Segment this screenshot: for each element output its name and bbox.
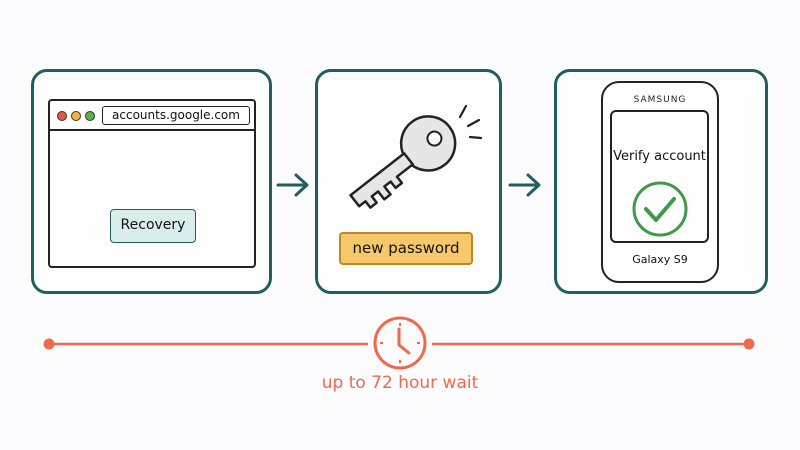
- phone-model: Galaxy S9: [632, 253, 688, 266]
- timeline: [43, 316, 755, 370]
- phone-step-panel: SAMSUNG Verify account Galaxy S9: [554, 69, 768, 294]
- arrow-right-icon: [508, 173, 541, 197]
- close-dot-icon: [57, 111, 67, 121]
- browser-title-bar: accounts.google.com: [50, 101, 254, 131]
- browser-window: accounts.google.com Recovery: [48, 99, 256, 268]
- new-password-label: new password: [339, 232, 473, 265]
- arrow-right-icon: [276, 173, 309, 197]
- key-step-panel: new password: [315, 69, 502, 294]
- browser-step-panel: accounts.google.com Recovery: [31, 69, 272, 294]
- recovery-button: Recovery: [110, 209, 196, 243]
- url-bar: accounts.google.com: [102, 106, 250, 125]
- timeline-start-dot: [43, 338, 55, 350]
- phone-screen: Verify account: [610, 110, 709, 243]
- smartphone: SAMSUNG Verify account Galaxy S9: [601, 81, 719, 283]
- phone-brand: SAMSUNG: [633, 95, 687, 105]
- minimize-dot-icon: [71, 111, 81, 121]
- wait-duration-label: up to 72 hour wait: [321, 373, 479, 393]
- timeline-end-dot: [743, 338, 755, 350]
- verify-account-text: Verify account: [613, 149, 706, 164]
- clock-icon: [373, 316, 427, 370]
- key-icon: [349, 104, 483, 209]
- maximize-dot-icon: [85, 111, 95, 121]
- check-circle-icon: [632, 181, 688, 237]
